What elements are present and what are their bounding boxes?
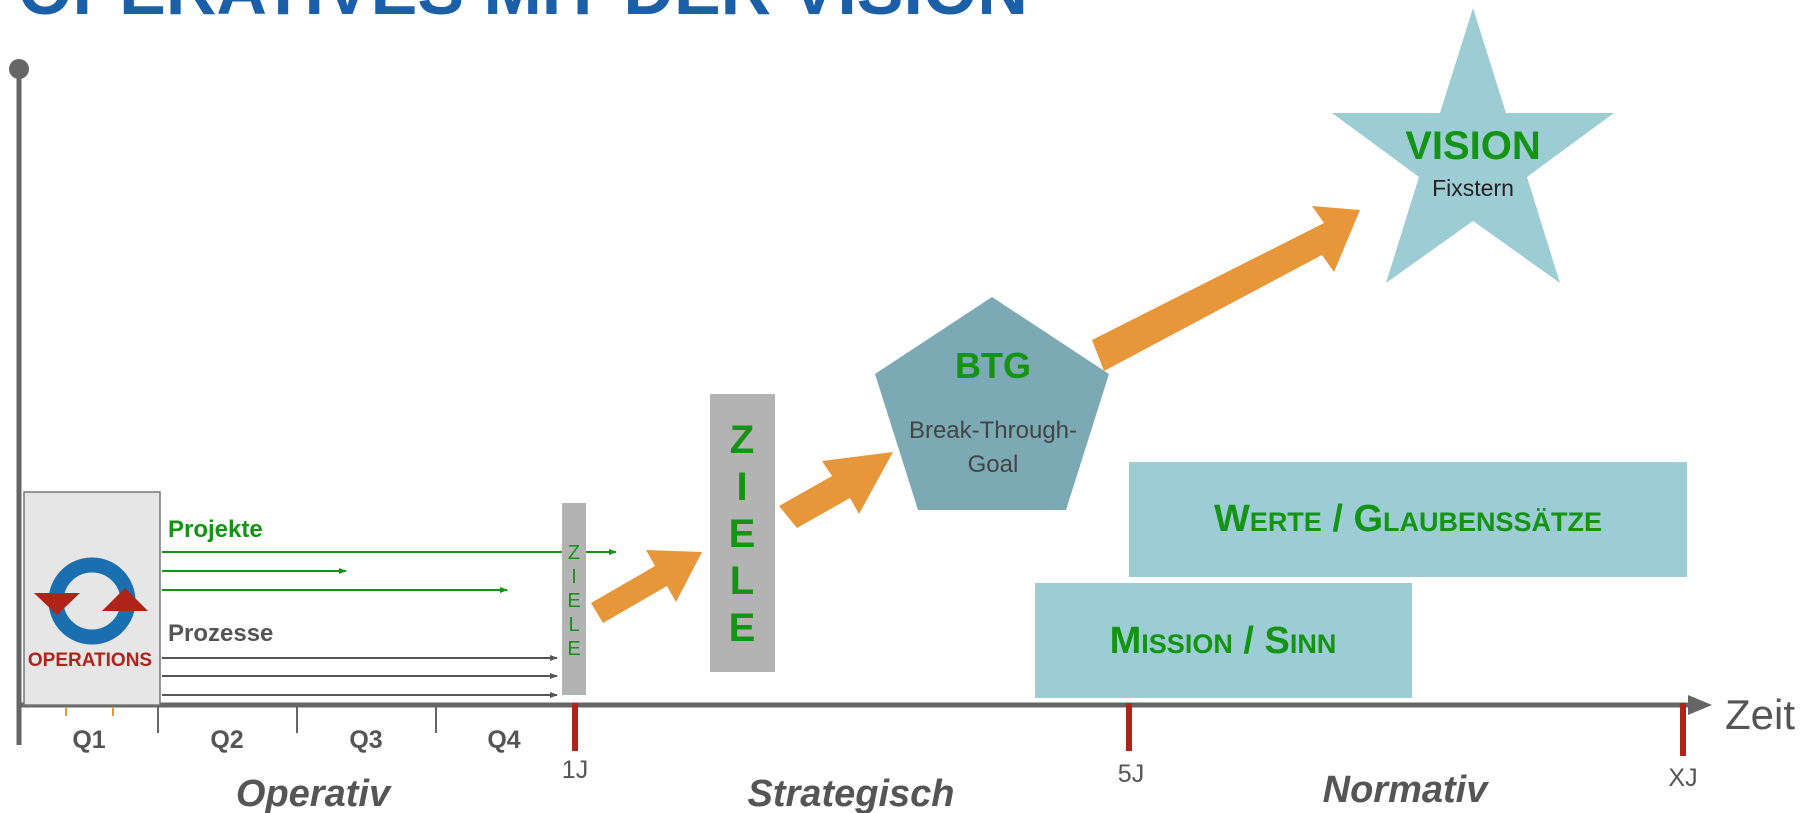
quarter-label-q1: Q1 (72, 726, 105, 754)
values-box (1129, 462, 1687, 577)
processes-label: Prozesse (168, 620, 273, 647)
svg-text:L: L (568, 614, 579, 636)
project-arrows (162, 549, 617, 593)
svg-text:E: E (567, 590, 580, 612)
operations-cycle-icon (34, 557, 148, 645)
values-label: Werte / Glaubenssätze (1214, 498, 1602, 540)
milestone-label-xj: XJ (1668, 764, 1697, 792)
quarter-goals-bar (562, 503, 586, 695)
goals-letters: Z I E L E (729, 418, 756, 650)
goals-bar (710, 394, 775, 672)
svg-text:I: I (736, 465, 747, 509)
quarter-label-q2: Q2 (210, 726, 243, 754)
phase-label-normativ: Normativ (1323, 769, 1490, 811)
btg-subtitle-line1: Break-Through- (909, 417, 1077, 444)
mission-box (1035, 583, 1412, 698)
quarter-label-q4: Q4 (487, 726, 520, 754)
quarter-goals-letters: Z I E L E (567, 542, 580, 660)
btg-subtitle-line2: Goal (968, 451, 1019, 478)
mission-label: Mission / Sinn (1110, 620, 1337, 662)
page-title: OPERATIVES MIT DER VISION (18, 0, 1028, 29)
vision-title: VISION (1405, 124, 1541, 168)
vertical-axis-cap (9, 59, 29, 79)
phase-label-strategisch: Strategisch (748, 773, 955, 813)
quarter-ticks (65, 707, 437, 733)
btg-pentagon (875, 297, 1109, 510)
progress-arrow-1 (591, 550, 702, 623)
quarter-label-q3: Q3 (349, 726, 382, 754)
vision-subtitle: Fixstern (1432, 175, 1514, 201)
operations-label: OPERATIONS (28, 650, 152, 671)
progress-arrow-3 (1092, 206, 1360, 371)
milestone-label-1j: 1J (562, 756, 588, 784)
phase-label-operativ: Operativ (236, 773, 392, 813)
vision-star (1332, 8, 1614, 283)
milestone-label-5j: 5J (1118, 760, 1144, 788)
process-arrows (162, 655, 558, 698)
time-axis-label: Zeit (1725, 691, 1795, 738)
svg-text:Z: Z (568, 542, 580, 564)
svg-text:E: E (729, 512, 756, 556)
projects-label: Projekte (168, 516, 263, 543)
svg-text:Z: Z (730, 418, 754, 462)
time-axis-arrowhead (1688, 695, 1712, 715)
operations-box (23, 491, 161, 706)
svg-text:E: E (567, 638, 580, 660)
svg-text:E: E (729, 606, 756, 650)
progress-arrow-2 (779, 452, 893, 528)
svg-text:L: L (730, 559, 754, 603)
btg-title: BTG (955, 345, 1031, 386)
svg-text:I: I (571, 566, 577, 588)
